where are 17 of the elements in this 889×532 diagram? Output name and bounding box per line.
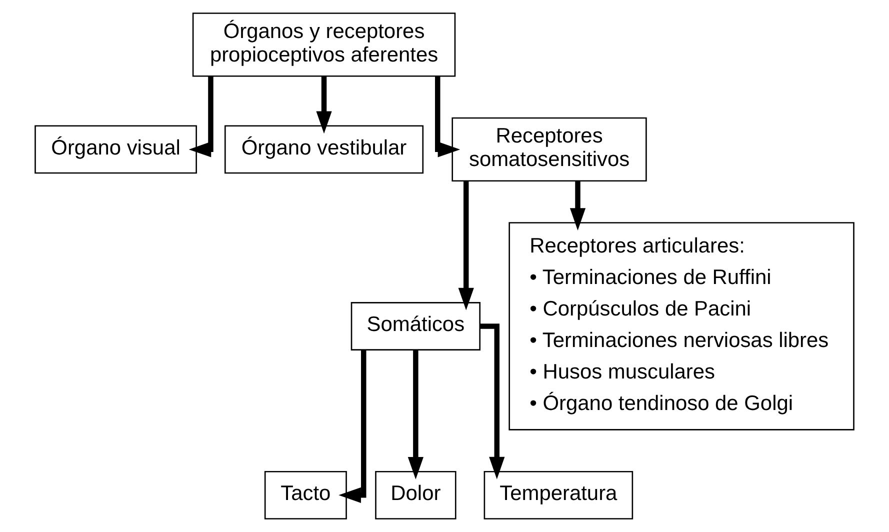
node-box: Somáticos xyxy=(350,302,481,350)
node-box: Tacto xyxy=(264,470,347,520)
arrow xyxy=(408,350,424,480)
node-box: Dolor xyxy=(375,470,456,520)
node-box: Órgano vestibular xyxy=(224,125,424,174)
arrow xyxy=(188,76,214,158)
node-box: Temperatura xyxy=(484,470,634,520)
arrow xyxy=(480,324,505,480)
arrow xyxy=(570,181,586,230)
node-box: Receptores articulares: • Terminaciones de Ruffini • Corpúsculos de Pacini • Terminaciones nerviosas libres • Husos musculares • Órgano tendinoso de Golgi xyxy=(508,222,854,430)
arrow xyxy=(435,76,460,158)
node-box: Órganos y receptores propioceptivos aferentes xyxy=(192,12,456,77)
arrow xyxy=(458,181,474,310)
node-box: Receptores somatosensitivos xyxy=(452,117,647,182)
node-box: Órgano visual xyxy=(34,125,197,174)
arrow xyxy=(338,350,366,503)
arrow xyxy=(316,76,332,134)
